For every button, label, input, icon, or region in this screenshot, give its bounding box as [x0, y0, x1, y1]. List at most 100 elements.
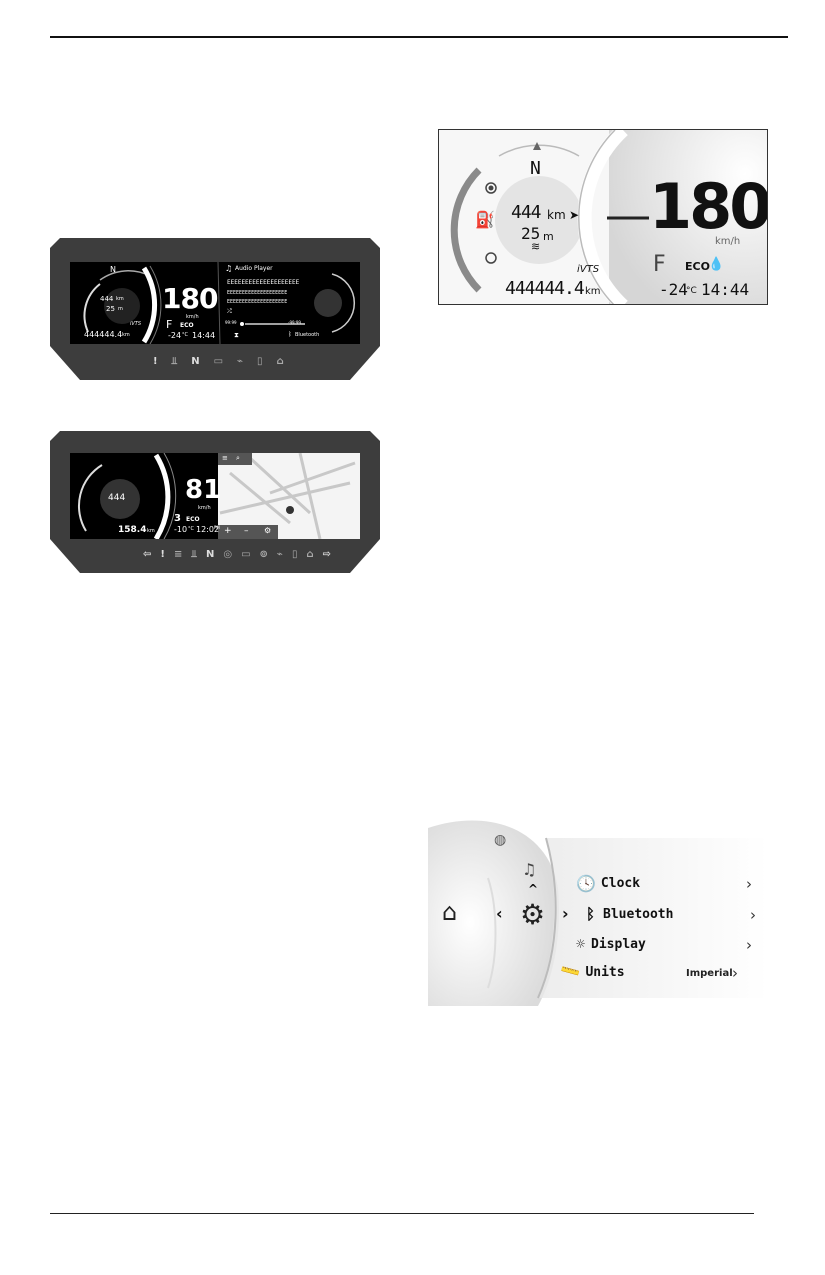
gauge-graphics: [77, 453, 360, 539]
menu-item-units[interactable]: 📏 Units: [559, 961, 625, 984]
chevron-left-icon[interactable]: ‹: [496, 904, 503, 923]
gear-indicator: N: [530, 158, 541, 179]
track-line-2: EEEEEEEEEEEEEEEEEEEE: [227, 290, 288, 296]
menu-item-label: Units: [585, 964, 625, 980]
cluster-audio-figure: N 444 km 25 m iVTS 444444.4 km 180 km/h …: [50, 238, 380, 380]
map-zoom-out-button[interactable]: –: [244, 526, 249, 536]
chevron-right-icon[interactable]: ›: [562, 904, 569, 923]
footer-rule: [50, 1213, 754, 1214]
menu-item-display[interactable]: ☼ Display: [576, 935, 646, 953]
chevron-right-icon[interactable]: ›: [732, 964, 738, 982]
cluster-large-figure: N ⛽ 444 km ➤ 25 m ≋ iVTS 444444.4 km 180…: [438, 129, 768, 305]
temperature: -24: [168, 331, 182, 340]
temperature-unit: °C: [686, 286, 697, 296]
battery-icon: ▭: [241, 549, 251, 560]
settings-menu-figure: ◍ ♫ ⌂ ‹ ^ ⚙ › 🕓 Clock › ᛒ Bluetooth › ☼ …: [428, 818, 768, 1006]
brake-icon: ⊚: [259, 549, 268, 560]
engine-icon: ⌂: [276, 356, 284, 367]
speed-unit: km/h: [186, 314, 199, 320]
telltale-row: ⇦ ! ≡ ⫫ N ◎ ▭ ⊚ ⌁ ▯ ⌂ ⇨: [143, 549, 331, 560]
chevron-right-icon[interactable]: ›: [746, 875, 752, 893]
home-icon[interactable]: ⌂: [442, 898, 458, 926]
menu-item-clock[interactable]: 🕓 Clock: [576, 874, 640, 893]
gear-icon[interactable]: ⚙: [520, 898, 546, 931]
coolant-icon: ⫫: [171, 356, 178, 367]
cluster-screen: N 444 km 25 m iVTS 444444.4 km 180 km/h …: [70, 262, 360, 344]
odometer: 444444.4: [505, 278, 585, 299]
neutral-telltale: N: [191, 356, 200, 367]
fuel-mode: F: [166, 318, 173, 331]
chevron-right-icon[interactable]: ›: [750, 906, 756, 924]
clock: 14:44: [701, 280, 750, 299]
turn-right-icon: ⇨: [322, 549, 332, 560]
warning-icon: !: [160, 549, 165, 560]
gauge-graphics: [83, 262, 356, 344]
battery-icon: ▭: [213, 356, 224, 367]
eco-label: ECO: [180, 322, 194, 329]
clock: 12:02: [196, 525, 220, 534]
cluster-map-figure: 444 158.4 km 81 km/h 3 ECO -10 °C 12:02 …: [50, 431, 380, 573]
stats-icon[interactable]: ◍: [494, 832, 507, 848]
map-settings-icon[interactable]: ⚙: [264, 526, 272, 535]
oil-icon: ⌁: [237, 356, 244, 367]
map-menu-icon[interactable]: ≡: [222, 454, 228, 462]
trip-distance: 444: [100, 295, 114, 303]
track-line-1: EEEEEEEEEEEEEEEEEEEE: [227, 279, 300, 286]
units-value: Imperial: [686, 968, 733, 979]
track-line-3: EEEEEEEEEEEEEEEEEEEE: [227, 299, 288, 305]
odometer: 158.4: [118, 525, 147, 535]
speed-unit: km/h: [715, 236, 741, 247]
clock-icon: 🕓: [576, 874, 596, 893]
speed-readout: 180: [649, 170, 768, 243]
nav-distance: 25: [521, 224, 541, 243]
bluetooth-icon: ᛒ: [586, 905, 596, 923]
odometer: 444444.4: [84, 330, 123, 339]
trip-distance: 444: [511, 202, 541, 223]
clock: 14:44: [192, 331, 216, 340]
music-icon[interactable]: ♫: [522, 860, 537, 879]
player-title: Audio Player: [235, 265, 273, 272]
time-elapsed: 99:99: [225, 320, 237, 325]
fuel-icon: ▯: [291, 549, 298, 560]
speed-unit: km/h: [198, 505, 211, 511]
eco-drop-icon: 💧: [708, 257, 725, 272]
menu-background: [428, 818, 768, 1006]
warning-icon: !: [153, 356, 158, 367]
direction-arrow-icon: ➤: [569, 208, 580, 222]
header-rule: [50, 36, 788, 38]
menu-item-bluetooth[interactable]: ᛒ Bluetooth: [586, 905, 673, 923]
telltale-row: ! ⫫ N ▭ ⌁ ▯ ⌂: [153, 356, 284, 367]
bluetooth-small-icon: ᛒ: [288, 331, 292, 338]
gear-number: 3: [174, 513, 181, 524]
chevron-up-icon[interactable]: ^: [528, 882, 539, 896]
map-search-icon[interactable]: ⌕: [236, 454, 240, 462]
nav-unit: m: [118, 306, 123, 312]
coolant-icon: ⫫: [191, 549, 197, 560]
nav-unit: m: [543, 230, 554, 243]
shuffle-icon[interactable]: ⤮: [227, 308, 232, 315]
trip-unit: km: [547, 208, 566, 222]
neutral-telltale: N: [205, 549, 215, 560]
ivts-label: iVTS: [577, 264, 600, 275]
cluster-screen: 444 158.4 km 81 km/h 3 ECO -10 °C 12:02 …: [70, 453, 360, 539]
gauge-graphics: [450, 130, 767, 304]
chevron-right-icon[interactable]: ›: [746, 936, 752, 954]
temperature: -24: [659, 280, 688, 299]
ivts-label: iVTS: [130, 321, 142, 327]
odometer-unit: km: [122, 332, 130, 338]
menu-item-label: Display: [591, 936, 646, 952]
fuel-icon: ▯: [257, 356, 263, 367]
menu-item-label: Bluetooth: [603, 906, 674, 922]
map-zoom-in-button[interactable]: +: [224, 526, 232, 536]
temperature-unit: °C: [182, 332, 188, 338]
hourglass-icon: ⧗: [234, 331, 239, 339]
menu-item-label: Clock: [600, 876, 641, 891]
oil-icon: ⌁: [276, 549, 283, 560]
time-total: -99:99: [288, 320, 301, 325]
ruler-icon: 📏: [559, 960, 583, 984]
clock-suffix: PM: [214, 525, 220, 530]
nav-distance: 25: [106, 305, 115, 313]
trip-distance: 444: [108, 493, 126, 503]
engine-icon: ⌂: [306, 549, 314, 560]
gear-indicator: N: [110, 265, 116, 274]
